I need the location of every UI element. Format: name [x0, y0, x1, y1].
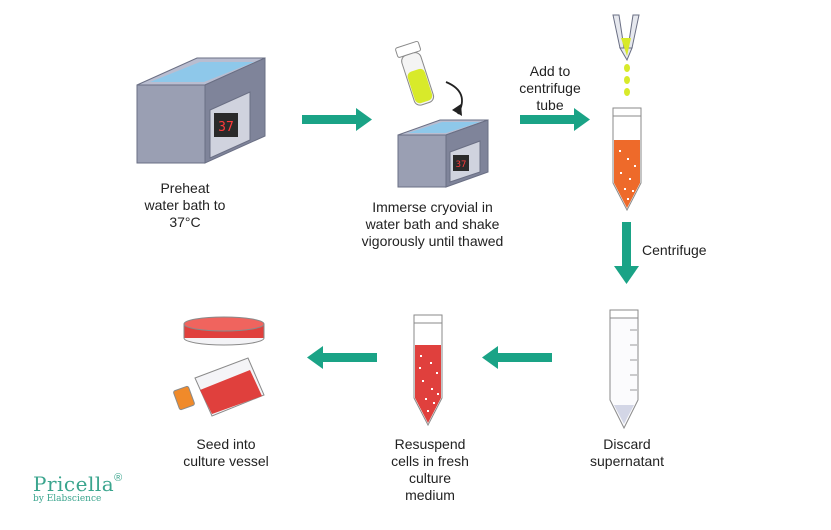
brand-reg-mark: ® — [114, 472, 123, 484]
arrow-immerse-to-add — [520, 108, 590, 131]
cryovial — [395, 40, 435, 106]
petri-dish — [183, 316, 265, 346]
arrow-preheat-to-immerse — [302, 108, 372, 131]
arrow-centrifuge-down — [614, 222, 639, 284]
label-centrifuge: Centrifuge — [642, 242, 707, 258]
label-preheat: Preheat water bath to 37°C — [144, 180, 226, 230]
drops — [624, 64, 630, 96]
label-seed: Seed into culture vessel — [183, 436, 269, 469]
arrow-discard-to-resuspend — [482, 346, 552, 369]
label-resuspend: Resuspend cells in fresh culture medium — [391, 436, 469, 503]
arrow-resuspend-to-seed — [307, 346, 377, 369]
water-bath-display: 37 — [218, 120, 234, 135]
pipette — [612, 14, 640, 62]
small-bath-display: 37 — [456, 160, 467, 170]
brand-logo: Pricella® by Elabscience — [33, 472, 122, 504]
centrifuge-tube-orange — [612, 107, 642, 212]
centrifuge-tube-red — [413, 314, 443, 427]
rotate-arrowhead-icon — [452, 104, 462, 116]
brand-subtitle: by Elabscience — [33, 494, 102, 504]
label-immerse: Immerse cryovial in water bath and shake… — [361, 199, 504, 249]
label-discard: Discard supernatant — [590, 436, 664, 469]
water-bath-large: 37 — [136, 57, 266, 164]
water-bath-small: 37 — [397, 119, 489, 188]
label-add: Add to centrifuge tube — [519, 63, 581, 113]
culture-flask — [173, 357, 265, 417]
centrifuge-tube-empty — [609, 309, 639, 430]
brand-name: Pricella — [33, 472, 115, 496]
